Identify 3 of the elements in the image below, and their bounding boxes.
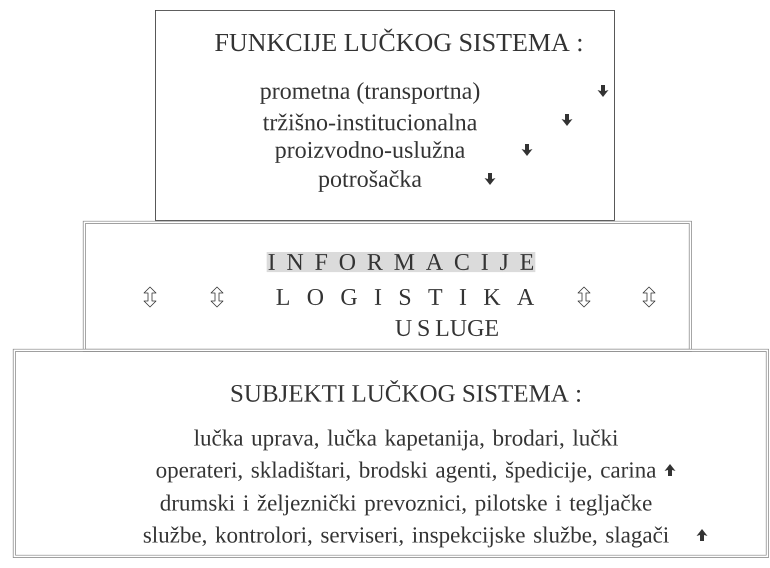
functions-box: FUNKCIJE LUČKOG SISTEMA : prometna (transportna) tržišno-institucionalna proizvodno-uslužna potrošačka (155, 10, 615, 221)
layer-box: I N F O R M A C I J E L O G I S T I K A U S LUGE (82, 220, 692, 352)
subjects-box: SUBJEKTI LUČKOG SISTEMA : lučka uprava, lučka kapetanija, brodari, lučki operateri, skladištari, brodski agenti, špedicije, carina drumski i željeznički prevoznici, pilotske i tegljačke službe, kontrolori, serviseri, inspekcijske službe, slagači (12, 348, 769, 558)
